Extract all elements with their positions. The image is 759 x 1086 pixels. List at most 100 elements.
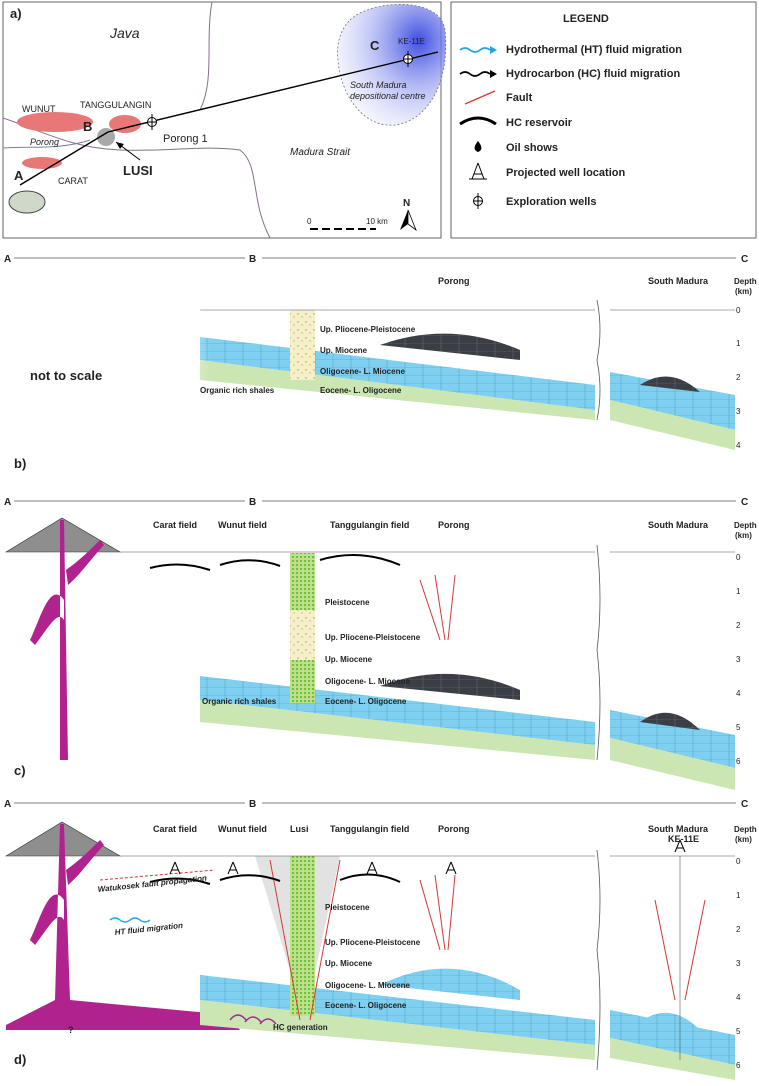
projected-well-icon	[366, 861, 378, 875]
reservoir-dome-right	[640, 1012, 700, 1030]
exploration-well-icon	[403, 51, 413, 67]
legend-item: Hydrocarbon (HC) fluid migration	[506, 68, 680, 80]
map-point-b: B	[83, 119, 92, 134]
depth-tick: 0	[736, 857, 741, 866]
section-line-ab	[19, 131, 109, 186]
wunut-field-shape	[17, 112, 93, 132]
section-line-bc	[107, 51, 439, 133]
lusi-area	[97, 128, 115, 146]
depth-tick: 1	[736, 587, 741, 596]
label-oligo: Oligocene- L. Miocene	[325, 677, 410, 686]
exploration-well-icon	[473, 193, 483, 209]
panel-label-b: b)	[14, 456, 26, 471]
depth-tick: 5	[736, 723, 741, 732]
map-label-south-madura: South Madura	[350, 80, 407, 90]
north-arrow-icon	[400, 210, 408, 230]
legend-frame	[450, 1, 757, 239]
panel-label-d: d)	[14, 1052, 26, 1067]
label-porong: Porong	[438, 824, 470, 834]
depth-tick: 4	[736, 993, 741, 1002]
map-panel: a) Java WUNUT TANGGULANGIN B Porong Poro…	[2, 1, 447, 239]
boundary-line	[199, 1, 213, 111]
north-label: N	[403, 198, 410, 209]
fault-icon	[464, 90, 496, 105]
label-porong: Porong	[438, 276, 470, 286]
legend-item: HC reservoir	[506, 117, 573, 129]
depth-tick: 0	[736, 306, 741, 315]
depth-title: Depth	[734, 277, 757, 286]
label-oligo: Oligocene- L. Miocene	[325, 981, 410, 990]
map-label-carat: CARAT	[58, 176, 88, 186]
reservoir-dome-right	[640, 712, 700, 730]
map-label-wunut: WUNUT	[22, 104, 56, 114]
reservoir-dome	[380, 968, 520, 1000]
depth-tick: 0	[736, 553, 741, 562]
eocene-layer	[200, 700, 595, 760]
depth-tick: 5	[736, 1027, 741, 1036]
depocentre-area	[337, 3, 447, 126]
label-lusi: Lusi	[290, 824, 309, 834]
section-point-c: C	[741, 799, 748, 810]
map-label-porong1: Porong 1	[163, 133, 208, 145]
depth-tick: 6	[736, 1061, 741, 1070]
label-not-to-scale: not to scale	[30, 368, 102, 383]
label-wunut: Wunut field	[218, 824, 267, 834]
depth-tick: 1	[736, 891, 741, 900]
section-break	[596, 544, 601, 761]
label-watukosek: Watukosek fault propagation	[97, 874, 207, 894]
hc-reservoir-lines	[149, 554, 401, 571]
depth-tick: 3	[736, 959, 741, 968]
label-tanggulangin: Tanggulangin field	[330, 520, 409, 530]
projected-well-icon	[227, 861, 239, 875]
eocene-layer-right	[610, 738, 735, 790]
map-label-ke11e: KE-11E	[398, 37, 425, 46]
reservoir-dome-right	[640, 376, 700, 392]
map-label-depocentre: depositional centre	[350, 91, 426, 101]
oligocene-layer-right	[610, 1010, 735, 1065]
fault-lines	[419, 574, 456, 641]
projected-well-icon	[469, 162, 487, 180]
panel-label-a: a)	[10, 6, 22, 21]
label-pleistocene: Pleistocene	[325, 598, 370, 607]
label-eocene: Eocene- L. Oligocene	[325, 1001, 407, 1010]
depth-tick: 2	[736, 373, 741, 382]
label-tanggulangin: Tanggulangin field	[330, 824, 409, 834]
lusi-column	[290, 856, 315, 1016]
label-pleistocene: Pleistocene	[325, 903, 370, 912]
section-break	[596, 849, 601, 1071]
depth-title: Depth	[734, 825, 757, 834]
hc-reservoir-lines	[149, 873, 401, 885]
reservoir-icon	[459, 116, 497, 126]
depth-tick: 4	[736, 441, 741, 450]
depth-tick: 2	[736, 925, 741, 934]
map-point-c: C	[370, 38, 380, 53]
label-ht-migration: HT fluid migration	[114, 921, 183, 937]
label-carat: Carat field	[153, 520, 197, 530]
depth-tick: 4	[736, 689, 741, 698]
depth-unit: (km)	[735, 531, 752, 540]
label-oligo: Oligocene- L. Miocene	[320, 367, 405, 376]
projected-well-icon	[445, 861, 457, 875]
panel-label-c: c)	[14, 763, 26, 778]
hc-generation-icon	[229, 1014, 277, 1025]
depth-tick: 6	[736, 757, 741, 766]
label-up-mio: Up. Miocene	[320, 346, 368, 355]
scale-label-10: 10 km	[366, 217, 388, 226]
ht-migration-icon	[459, 47, 491, 53]
reservoir-dome	[380, 333, 520, 360]
depth-tick: 2	[736, 621, 741, 630]
reservoir-dome	[380, 673, 520, 700]
label-up-plio: Up. Pliocene-Pleistocene	[325, 938, 421, 947]
label-south-madura: South Madura	[648, 824, 709, 834]
ht-migration-icon	[109, 917, 151, 923]
projected-well-icon	[169, 861, 181, 875]
label-south-madura: South Madura	[648, 276, 709, 286]
label-organic: Organic rich shales	[202, 697, 277, 706]
label-carat: Carat field	[153, 824, 197, 834]
volcano-shape	[8, 190, 46, 214]
section-point-b: B	[249, 799, 256, 810]
section-c-panel: A B C Carat field Wunut field Tanggulang…	[4, 497, 757, 790]
legend-item: Oil shows	[506, 142, 558, 154]
